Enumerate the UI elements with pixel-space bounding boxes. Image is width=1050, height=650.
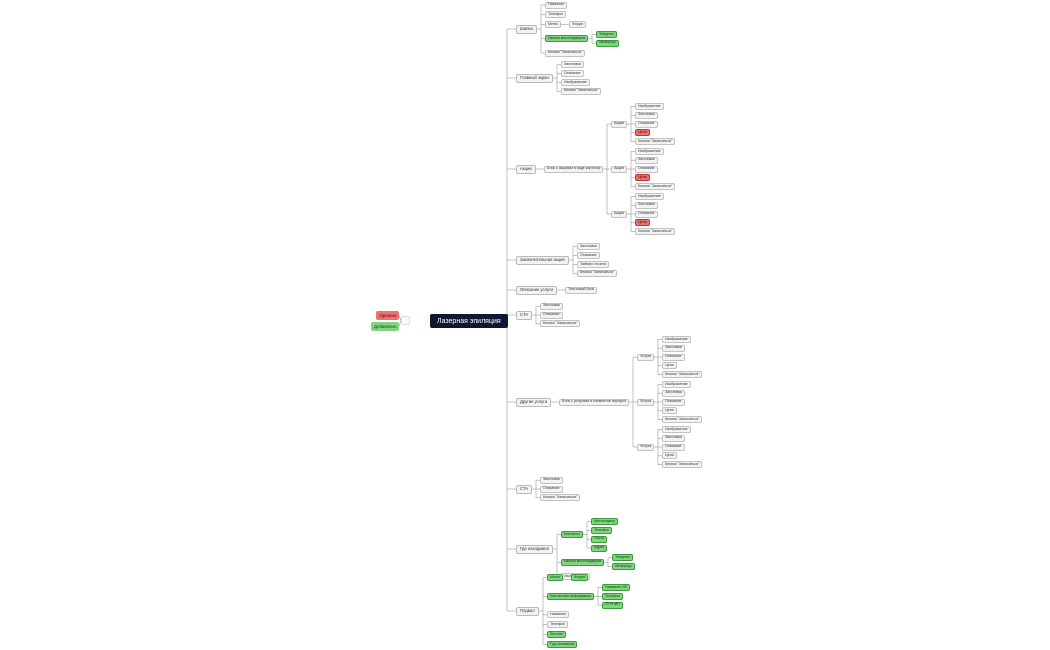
node-акции[interactable]: Акции [516,164,536,174]
node-телефон[interactable]: Телефон [545,11,566,19]
node-заголовок[interactable]: Заголовок [662,344,685,352]
node-блок-с-акциями-в-виде-карточек[interactable]: Блок с акциями в виде карточек [544,165,604,173]
node-цена[interactable]: Цена [662,362,677,370]
node-изображение[interactable]: Изображение [635,102,664,110]
node-cta[interactable]: CTA [516,310,533,320]
node-цена[interactable]: Цена [635,219,650,227]
node-акция[interactable]: Акция [611,120,627,128]
node-шапка[interactable]: Шапка [516,24,537,34]
node-цена[interactable]: Цена [662,452,677,460]
node-заголовок[interactable]: Заголовок [577,243,600,251]
node-кнопка-записаться[interactable]: Кнопка "Записаться" [635,138,676,146]
node-заголовок[interactable]: Заголовок [635,111,658,119]
node-блок-с-услугами-в-элементов-портфол[interactable]: Блок с услугами в элементов портфол [559,398,630,406]
node-изображение[interactable]: Изображение [635,147,664,155]
node-год-основания[interactable]: Год основания [547,640,578,648]
node-меню[interactable]: Меню [547,574,563,582]
node-описание[interactable]: Описание [662,398,685,406]
node-описание[interactable]: Описание [635,210,658,218]
legend-removed[interactable]: Удалено [376,311,400,320]
node-контактная-информация[interactable]: Контактная информация [547,592,595,600]
node-заголовок[interactable]: Заголовок [540,476,563,484]
node-акция[interactable]: Акция [611,165,627,173]
node-заголовок[interactable]: Заголовок [635,156,658,164]
node-заключительная-акция[interactable]: Заключительная акция [516,255,569,265]
node-описание[interactable]: Описание [662,353,685,361]
node-описание[interactable]: Описание [662,443,685,451]
node-кнопка-записаться[interactable]: Кнопка "Записаться" [540,320,581,328]
node-подвал[interactable]: Подвал [516,606,539,616]
root-node[interactable]: Лазерная эпиляция [430,314,508,328]
node-заголовок[interactable]: Заголовок [561,61,584,69]
node-описание[interactable]: Описание [561,70,584,78]
node-главный-экран[interactable]: Главный экран [516,73,553,83]
node-иконки-мессенджеров[interactable]: Иконки мессенджеров [545,35,589,43]
node-заголовок[interactable]: Заголовок [540,302,563,310]
node-описание[interactable]: Описание [540,311,563,319]
node-услуга[interactable]: Услуга [637,353,654,361]
node-другие-услуги[interactable]: Другие услуги [516,397,552,407]
node-телефон[interactable]: Телефон [547,621,568,629]
node-меню[interactable]: Меню [545,21,561,29]
node-где-находимся[interactable]: Где находимся [516,544,553,554]
node-кнопка-записаться[interactable]: Кнопка "Записаться" [577,269,618,277]
node-telegram[interactable]: Telegram [612,554,633,562]
node-иконки-мессенджеров[interactable]: Иконки мессенджеров [561,558,605,566]
node-описание[interactable]: Описание [635,120,658,128]
node-описание[interactable]: Описание [577,252,600,260]
node-название[interactable]: Название [547,611,570,619]
node-кнопка-записаться[interactable]: Кнопка "Записаться" [545,49,586,57]
node-кнопка-записаться[interactable]: Кнопка "Записаться" [540,494,581,502]
legend-added[interactable]: Добавлено [371,322,400,331]
connector [398,320,402,327]
node-заголовок[interactable]: Заголовок [662,434,685,442]
node-почта[interactable]: Почта [591,535,607,543]
node-текстовый-блок[interactable]: Текстовый блок [565,286,598,294]
node-кнопка-записаться[interactable]: Кнопка "Записаться" [561,87,602,95]
node-название[interactable]: Название [545,1,568,9]
node-кнопка-записаться[interactable]: Кнопка "Записаться" [662,416,703,424]
node-кнопка-записаться[interactable]: Кнопка "Записаться" [662,461,703,469]
node-акция[interactable]: Акция [611,210,627,218]
node-адрес[interactable]: Адрес [591,544,608,552]
node-форум[interactable]: Форум [569,21,586,29]
node-whatsapp[interactable]: WhatsApp [612,563,635,571]
node-цена[interactable]: Цена [635,174,650,182]
node-cta[interactable]: CTA [516,484,533,494]
node-описание-услуги[interactable]: Описание услуги [516,285,557,295]
node-изображение[interactable]: Изображение [635,192,664,200]
node-описание[interactable]: Описание [540,485,563,493]
node-таймер-отсчета[interactable]: Таймер отсчета [577,260,610,268]
node-изображение[interactable]: Изображение [662,335,691,343]
node-whatsapp[interactable]: WhatsApp [596,39,619,47]
node-заголовок[interactable]: Заголовок [662,389,685,397]
node-кнопка-записаться[interactable]: Кнопка "Записаться" [662,371,703,379]
node-огрнип[interactable]: ОГРНИП [602,601,623,609]
node-телефон[interactable]: Телефон [591,526,612,534]
node-услуга[interactable]: Услуга [637,398,654,406]
node-цена[interactable]: Цена [635,129,650,137]
legend-hub [401,316,410,325]
node-заголовок[interactable]: Заголовок [635,201,658,209]
node-кнопка-записаться[interactable]: Кнопка "Записаться" [635,183,676,191]
node-изображение[interactable]: Изображение [662,425,691,433]
node-изображение[interactable]: Изображение [662,380,691,388]
node-кнопка-записаться[interactable]: Кнопка "Записаться" [635,228,676,236]
node-описание[interactable]: Описание [635,165,658,173]
node-мессенджер[interactable]: Мессенджер [591,518,619,526]
node-название-ип[interactable]: Название ИП [602,584,631,591]
node-изображение[interactable]: Изображение [561,78,590,86]
node-цена[interactable]: Цена [662,407,677,415]
node-логотип[interactable]: Логотип [547,631,567,638]
connector [398,315,402,321]
node-контакты[interactable]: Контакты [561,531,583,539]
node-telegram[interactable]: Telegram [596,30,617,38]
node-услуга[interactable]: Услуга [637,443,654,451]
node-форум[interactable]: Форум [571,574,588,582]
node-телефон[interactable]: Телефон [602,592,623,600]
